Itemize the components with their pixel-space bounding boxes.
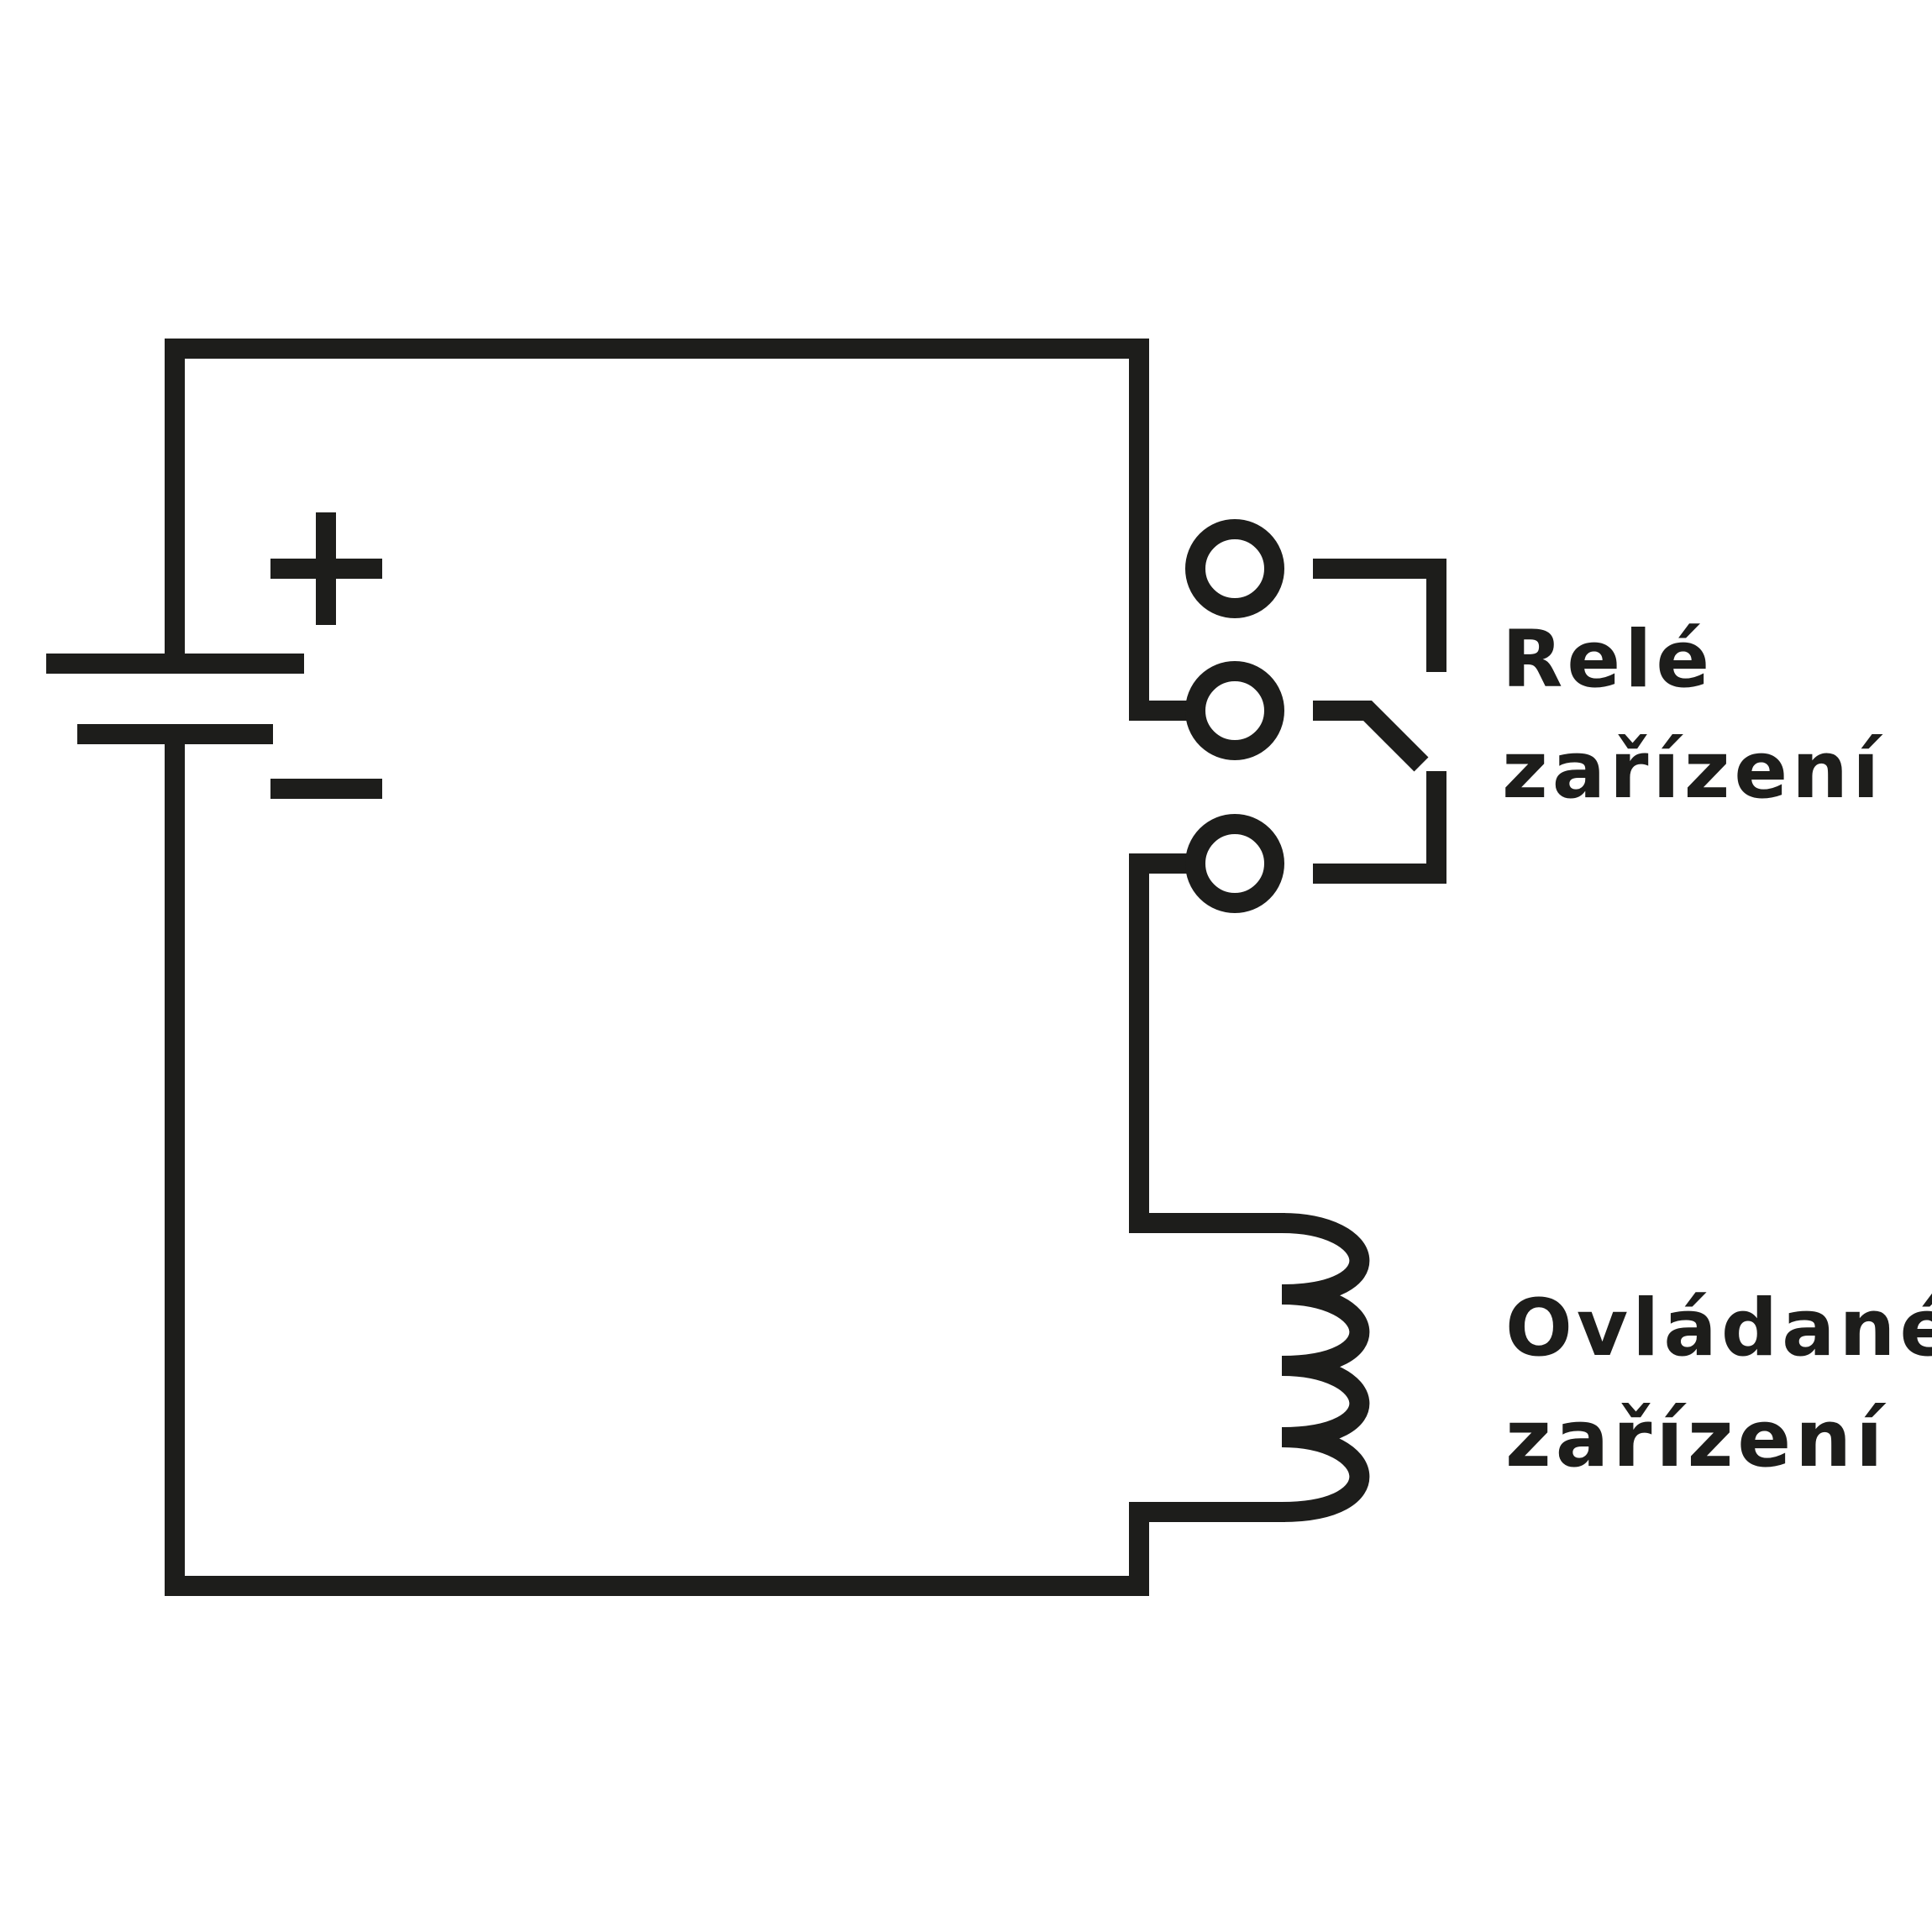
controlled-device-label-line1: Ovládané — [1505, 1283, 1932, 1374]
relay-contact-lever — [1313, 701, 1429, 772]
wire-battery-positive-to-relay — [165, 339, 1197, 721]
relay-terminal-top — [1185, 519, 1284, 618]
relay-terminal-middle — [1185, 661, 1284, 760]
relay-label: Relé zařízení — [1502, 605, 1883, 827]
plus-sign — [270, 512, 382, 625]
controlled-device-label: Ovládané zařízení — [1505, 1273, 1932, 1495]
controlled-device-coil — [1281, 1213, 1370, 1522]
relay-terminal-bottom — [1185, 814, 1284, 913]
relay-contact-top — [1313, 559, 1446, 672]
relay-contact-bottom — [1313, 771, 1446, 884]
relay-label-line2: zařízení — [1502, 725, 1884, 816]
relay-label-line1: Relé — [1502, 614, 1714, 706]
controlled-device-label-line2: zařízení — [1505, 1394, 1887, 1485]
wire-coil-to-relay — [1129, 853, 1285, 1233]
wire-battery-negative-to-coil — [165, 734, 1285, 1596]
